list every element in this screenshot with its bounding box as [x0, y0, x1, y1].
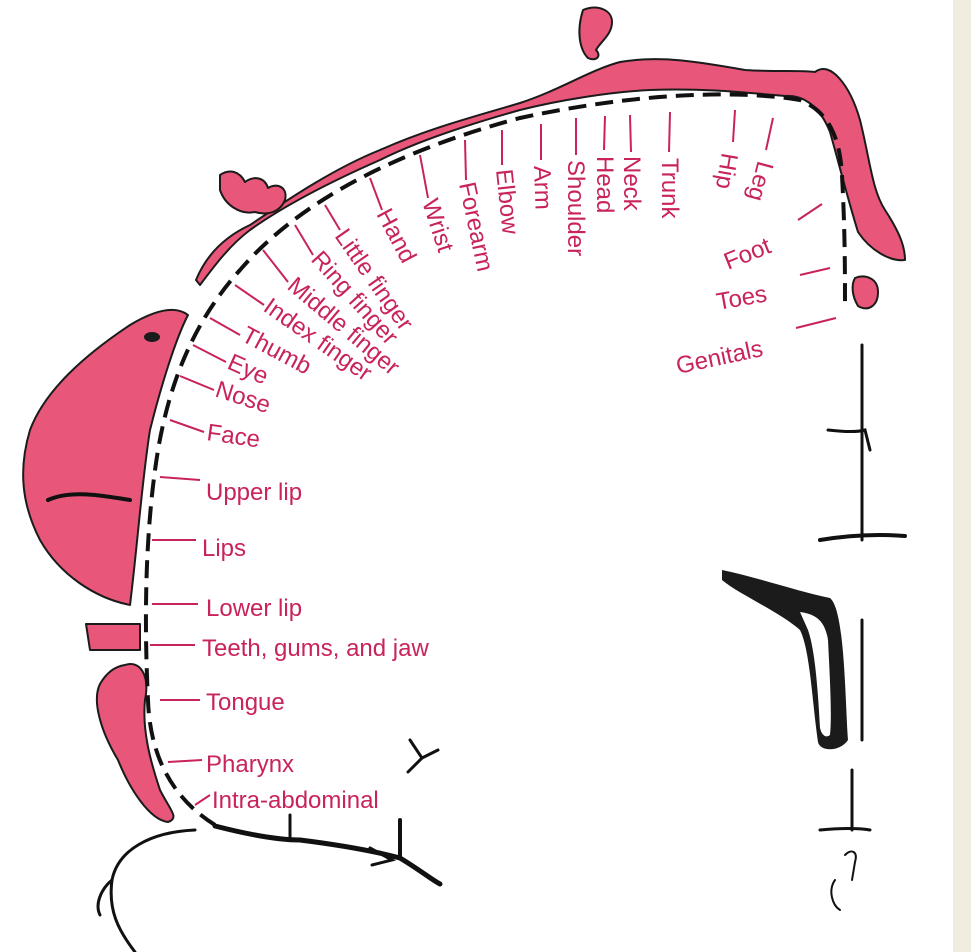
homunculus-teeth-drawing: [86, 624, 140, 650]
label-arm: Arm: [528, 165, 557, 210]
label-upper-lip: Upper lip: [206, 479, 302, 506]
label-hand: Hand: [371, 204, 422, 267]
homunculus-figure: [23, 8, 905, 822]
label-wrist: Wrist: [416, 196, 459, 256]
homunculus-genitals-drawing: [853, 277, 878, 309]
label-lower-lip: Lower lip: [206, 595, 302, 622]
label-toes: Toes: [714, 281, 769, 316]
label-face: Face: [205, 419, 262, 453]
label-tongue: Tongue: [206, 689, 285, 716]
homunculus-face-drawing: [23, 310, 188, 605]
label-shoulder: Shoulder: [562, 160, 589, 256]
label-elbow: Elbow: [490, 168, 524, 236]
label-genitals: Genitals: [674, 335, 766, 380]
label-teeth-gums-jaw: Teeth, gums, and jaw: [202, 635, 429, 662]
homunculus-head-drawing: [579, 8, 612, 60]
label-lips: Lips: [202, 535, 246, 562]
label-head: Head: [591, 156, 618, 213]
label-intra-abdominal: Intra-abdominal: [212, 787, 379, 814]
homunculus-tongue-drawing: [97, 664, 174, 822]
label-forearm: Forearm: [453, 180, 498, 274]
label-trunk: Trunk: [656, 158, 683, 219]
body-part-labels: Hip Leg Trunk Neck Head Shoulder Arm Elb…: [202, 151, 778, 814]
homunculus-hand-drawing: [220, 171, 286, 213]
label-leg: Leg: [742, 158, 778, 204]
eye-mark: [144, 332, 160, 342]
label-hip: Hip: [710, 151, 743, 191]
label-neck: Neck: [618, 156, 645, 212]
label-pharynx: Pharynx: [206, 751, 294, 778]
label-foot: Foot: [720, 232, 775, 275]
